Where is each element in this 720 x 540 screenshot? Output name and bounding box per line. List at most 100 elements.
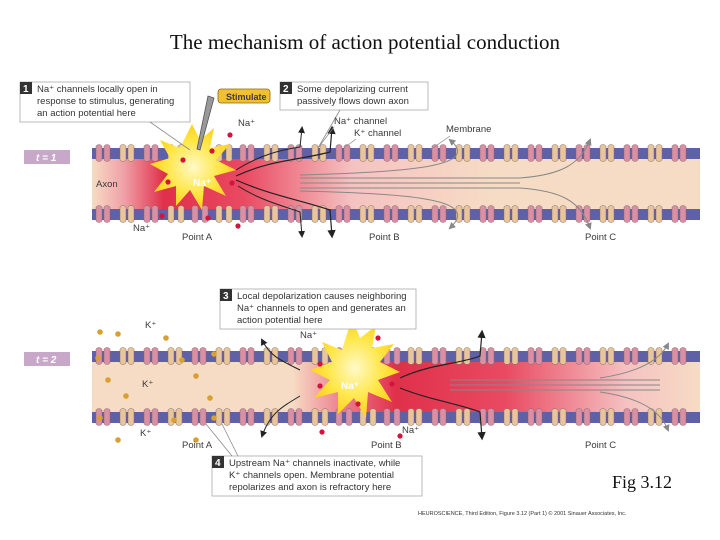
na-channel-icon [335, 205, 351, 223]
na-channel-icon [95, 205, 111, 223]
step-badge [220, 289, 232, 301]
na-ion [205, 215, 211, 221]
callout-step-2: 2 Some depolarizing current passively fl… [279, 81, 429, 149]
na-channel-icon [671, 408, 687, 426]
figure-caption: Fig 3.12 [612, 472, 673, 492]
k-channel-label: K⁺ channel [354, 128, 401, 139]
na-channel-icon [527, 205, 543, 223]
k-channel-icon [503, 205, 519, 223]
na-channel-icon [671, 205, 687, 223]
k-mid-label: K⁺ [142, 379, 153, 390]
na-channel-icon [479, 144, 495, 162]
na-channel-icon [575, 347, 591, 365]
current-arrow [299, 138, 458, 176]
na-channel-icon [479, 347, 495, 365]
na-channel-icon [239, 144, 255, 162]
na-ion [375, 335, 381, 341]
na-channel-icon [671, 144, 687, 162]
na-channel-icon [623, 347, 639, 365]
na-channel-icon [383, 144, 399, 162]
current-arrow [599, 342, 669, 379]
depolarized-region [92, 360, 700, 415]
na-channel-icon [95, 144, 111, 162]
current-arrow [235, 179, 336, 239]
k-channel-icon [119, 144, 135, 162]
k-channel-icon [599, 408, 615, 426]
na-ion [229, 180, 235, 186]
na-channel-icon [479, 205, 495, 223]
na-channel-icon [383, 408, 401, 426]
k-channel-icon [407, 205, 423, 223]
callout-line: Some depolarizing current [297, 84, 408, 95]
k-ion [207, 395, 213, 401]
stimulus-flash [150, 124, 236, 210]
k-ion [123, 393, 129, 399]
na-channel-icon [143, 347, 159, 365]
na-channel-icon [623, 205, 639, 223]
na-center-label: Na⁺ [193, 178, 211, 189]
time-label: t = 2 [36, 355, 57, 366]
page-title: The mechanism of action potential conduc… [169, 30, 561, 54]
step-badge [280, 82, 292, 94]
k-channel-icon [263, 144, 279, 162]
k-channel-icon [215, 408, 231, 426]
k-ion [193, 437, 199, 443]
na-channel-icon [575, 408, 591, 426]
membrane-label: Membrane [446, 124, 491, 135]
k-channel-icon [407, 347, 423, 365]
k-channel-icon [407, 144, 423, 162]
k-channel-icon [407, 408, 423, 426]
panel-time-1: t = 1 Stimulate Na⁺ [19, 81, 700, 243]
k-channel-icon [215, 205, 233, 223]
na-ion [317, 383, 323, 389]
current-arrow [599, 391, 670, 432]
k-ion [179, 357, 185, 363]
k-ion [97, 415, 103, 421]
k-channel-icon [263, 408, 279, 426]
time-label: t = 1 [36, 153, 57, 164]
callout-line: repolarizes and axon is refractory here [229, 482, 391, 493]
k-channel-icon [359, 205, 375, 223]
step-number: 3 [223, 291, 229, 302]
na-channel-icon [623, 144, 639, 162]
k-channel-icon [311, 205, 327, 223]
time-badge [24, 352, 70, 366]
step-number: 2 [283, 84, 289, 95]
stimulate-tag [217, 88, 271, 104]
current-arrow [399, 329, 486, 379]
stimulating-electrode [196, 95, 215, 151]
na-channel-icon [287, 347, 303, 365]
callout-line: passively flows down axon [297, 96, 409, 107]
k-channel-icon [359, 144, 375, 162]
k-ion [211, 351, 217, 357]
na-bottom-label: Na⁺ [402, 425, 419, 436]
k-ion [193, 373, 199, 379]
callout-step-1: 1 Na⁺ channels locally open in response … [19, 81, 191, 151]
axon-label: Axon [96, 179, 118, 190]
callout-line: Na⁺ channels locally open in [37, 84, 158, 95]
na-channel-icon [527, 347, 543, 365]
k-ion [115, 331, 121, 337]
k-top-label: K⁺ [145, 320, 156, 331]
na-channel-icon [191, 347, 207, 365]
point-a-label: Point A [182, 440, 213, 451]
channel-row-bottom [95, 205, 687, 223]
step-badge [212, 456, 224, 468]
callout-line: an action potential here [37, 108, 136, 119]
callout-step-4: 4 Upstream Na⁺ channels inactivate, whil… [205, 423, 423, 497]
k-ion [163, 335, 169, 341]
k-channel-icon [551, 347, 567, 365]
stimulate-label: Stimulate [226, 92, 267, 102]
action-potential-flash [310, 318, 400, 418]
k-channel-icon [119, 205, 135, 223]
current-arrow [299, 190, 458, 230]
na-ion [319, 429, 325, 435]
k-ion [211, 415, 217, 421]
k-channel-icon [599, 205, 615, 223]
na-channel-icon [431, 205, 447, 223]
k-bottom-label: K⁺ [140, 428, 151, 439]
channel-row-top [95, 347, 687, 365]
na-channel-icon [239, 205, 255, 223]
na-channel-icon [383, 205, 399, 223]
na-center-label: Na⁺ [341, 381, 359, 392]
